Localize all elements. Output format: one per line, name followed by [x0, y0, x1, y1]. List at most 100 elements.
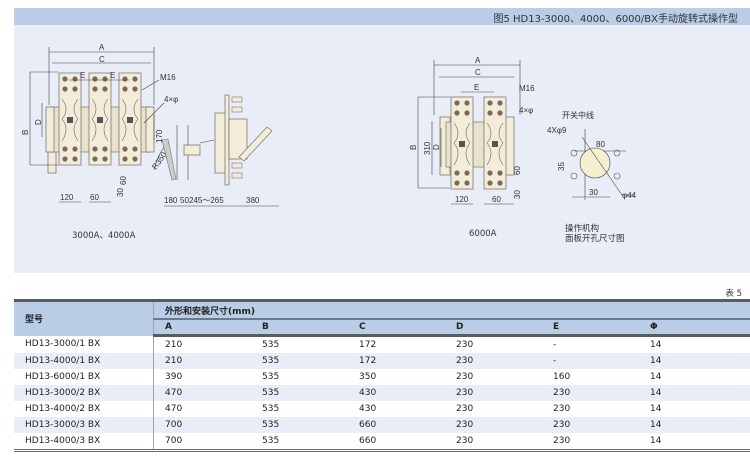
svg-text:B: B — [409, 145, 418, 150]
svg-text:E: E — [110, 71, 115, 80]
dimension-cell: 172 — [359, 340, 377, 350]
dimensions-table: 型号 外形和安装尺寸(mm) A B C D E Φ HD13-3000/1 B… — [14, 299, 750, 452]
dimension-cell: 470 — [153, 385, 251, 401]
column-header-phi: Φ — [639, 318, 750, 337]
dimension-cell: 160 — [553, 372, 571, 382]
dimensions-group-header: 外形和安装尺寸(mm) — [153, 299, 750, 319]
svg-text:B: B — [21, 130, 30, 135]
svg-text:380: 380 — [246, 196, 260, 205]
dimension-cell: 535 — [251, 385, 348, 401]
svg-text:310: 310 — [423, 141, 432, 155]
svg-text:60: 60 — [492, 195, 501, 204]
svg-text:80: 80 — [596, 140, 605, 149]
svg-text:50: 50 — [180, 196, 189, 205]
model-header: 型号 — [14, 299, 154, 336]
svg-text:30: 30 — [116, 188, 125, 197]
dimension-cell: 535 — [251, 353, 348, 369]
dimension-cell: - — [542, 353, 639, 369]
dimension-cell: 660 — [348, 433, 445, 452]
left-drawing-3000-4000A: A C E E M16 4×φ B D 170 120 60 60 30 R35… — [21, 43, 279, 207]
dimension-cell: 210 — [165, 340, 183, 350]
svg-text:D: D — [432, 144, 441, 150]
model-cell: HD13-4000/3 BX — [14, 433, 154, 452]
dimension-cell: 230 — [553, 404, 571, 414]
dimension-cell: 14 — [639, 417, 750, 433]
dimension-cell: 470 — [165, 404, 183, 414]
svg-text:170: 170 — [155, 129, 164, 143]
dimension-cell: - — [553, 340, 557, 350]
model-cell: HD13-3000/3 BX — [14, 417, 154, 433]
figure-title: 图5 HD13-3000、4000、6000/BX手动旋转式操作型 — [493, 14, 738, 25]
svg-text:120: 120 — [60, 193, 74, 202]
column-header-e: E — [542, 318, 639, 337]
column-header-d: D — [445, 318, 542, 337]
figure-area: A C E E M16 4×φ B D 170 120 60 60 30 R35… — [14, 25, 750, 273]
svg-text:开关中线: 开关中线 — [562, 110, 594, 120]
dimension-cell: 230 — [542, 433, 639, 452]
svg-text:30: 30 — [589, 188, 598, 197]
middle-drawing-6000A: A C E M16 4×φ B 310 D 60 30 120 60 — [409, 56, 535, 205]
svg-text:M16: M16 — [160, 73, 176, 82]
dimension-cell: 535 — [262, 404, 280, 414]
dimension-cell: 172 — [348, 353, 445, 369]
dimension-cell: 700 — [153, 433, 251, 452]
svg-text:120: 120 — [455, 195, 469, 204]
dim-A-label: A — [99, 43, 105, 52]
svg-text:245～265: 245～265 — [189, 196, 224, 205]
column-header-c: C — [348, 318, 445, 337]
right-drawing-panel-cutout: 开关中线 4Xφ9 80 35 30 φ44 — [547, 110, 637, 200]
svg-text:60: 60 — [119, 176, 128, 185]
svg-text:180: 180 — [164, 196, 178, 205]
dimension-cell: 390 — [165, 372, 183, 382]
svg-text:M16: M16 — [519, 84, 535, 93]
dimension-cell: 14 — [639, 353, 750, 369]
svg-text:E: E — [80, 71, 85, 80]
dimension-cell: 535 — [251, 433, 348, 452]
svg-text:D: D — [34, 119, 43, 125]
figure-title-band: 图5 HD13-3000、4000、6000/BX手动旋转式操作型 — [14, 8, 750, 25]
dimension-cell: 14 — [650, 340, 662, 350]
svg-text:4×φ: 4×φ — [164, 95, 178, 104]
right-drawing-caption-line2: 面板开孔尺寸图 — [565, 234, 625, 244]
svg-text:C: C — [475, 68, 481, 77]
dimension-drawings: A C E E M16 4×φ B D 170 120 60 60 30 R35… — [21, 43, 637, 207]
svg-text:E: E — [474, 83, 479, 92]
middle-drawing-caption: 6000A — [469, 229, 497, 239]
dimension-cell: 535 — [251, 417, 348, 433]
dimension-cell: 14 — [650, 404, 662, 414]
svg-text:30: 30 — [513, 190, 522, 199]
svg-text:4Xφ9: 4Xφ9 — [547, 126, 567, 135]
model-cell: HD13-4000/2 BX — [14, 401, 154, 417]
dimension-cell: 700 — [153, 417, 251, 433]
dimension-cell: 230 — [542, 385, 639, 401]
svg-text:φ44: φ44 — [622, 191, 637, 200]
column-header-b: B — [251, 318, 348, 337]
dimension-cell: 14 — [639, 433, 750, 452]
left-drawing-caption: 3000A、4000A — [72, 231, 136, 241]
dimension-cell: 350 — [359, 372, 377, 382]
dimension-cell: 210 — [153, 353, 251, 369]
svg-text:A: A — [475, 56, 481, 65]
model-cell: HD13-3000/1 BX — [14, 335, 154, 353]
dimension-cell: 430 — [348, 385, 445, 401]
table-label: 表 5 — [725, 289, 742, 299]
dimension-cell: 230 — [542, 417, 639, 433]
dimension-cell: 230 — [456, 372, 474, 382]
model-cell: HD13-4000/1 BX — [14, 353, 154, 369]
column-header-a: A — [153, 318, 251, 337]
svg-text:60: 60 — [90, 193, 99, 202]
dimension-cell: 14 — [639, 385, 750, 401]
svg-text:C: C — [99, 55, 105, 64]
right-drawing-caption-line1: 操作机构 — [565, 224, 600, 234]
dimension-cell: 230 — [456, 340, 474, 350]
dimension-cell: 230 — [456, 404, 474, 414]
dimension-cell: 230 — [445, 353, 542, 369]
dimension-cell: 14 — [650, 372, 662, 382]
dimension-cell: 230 — [445, 385, 542, 401]
